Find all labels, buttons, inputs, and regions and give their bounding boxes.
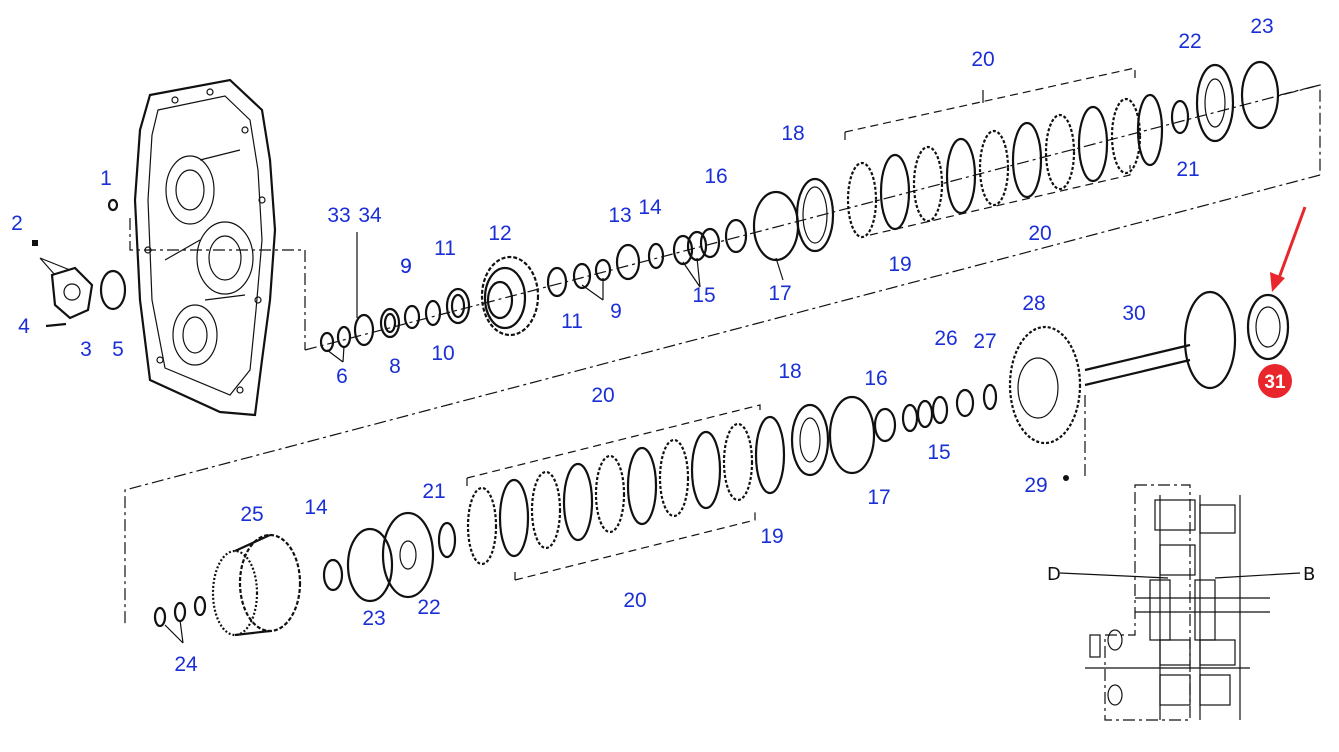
highlight-callout-31: 31 <box>1258 364 1292 398</box>
callout-label: 9 <box>610 300 622 323</box>
upper-clutch-pack <box>846 93 1164 239</box>
callout-label: 22 <box>1178 30 1201 53</box>
callout-label: 10 <box>431 342 454 365</box>
callout-label: 11 <box>434 237 456 260</box>
callout-label: 18 <box>778 360 801 383</box>
callout-label: 17 <box>867 486 890 509</box>
callout-label: 15 <box>927 441 950 464</box>
callout-label: 9 <box>400 255 412 278</box>
lower-left-components <box>153 511 457 637</box>
callout-label: 26 <box>934 327 957 350</box>
callout-label: 9 <box>400 255 412 278</box>
callout-label: 15 <box>692 284 715 307</box>
highlight-label: 31 <box>1264 372 1286 393</box>
callout-label: 3 <box>80 338 92 361</box>
callout-label: 19 <box>888 253 911 276</box>
cover-plate-part <box>32 198 127 328</box>
callout-label: 14 <box>304 496 328 519</box>
schematic-label-b: B <box>1303 564 1315 585</box>
callout-label: 20 <box>591 384 614 407</box>
callout-label: 21 <box>1176 158 1199 181</box>
callout-label: 25 <box>240 503 263 526</box>
lower-clutch-pack <box>466 404 786 581</box>
callout-label: 24 <box>174 653 198 676</box>
callout-label: 17 <box>768 282 791 305</box>
assembly-axis-lines <box>124 84 1321 625</box>
callout-label: 30 <box>1122 302 1145 325</box>
callout-label: 12 <box>488 222 511 245</box>
callout-label: 14 <box>638 196 662 219</box>
leader-lines <box>39 90 984 644</box>
upper-shaft-components <box>319 60 1280 353</box>
transmission-housing <box>133 78 277 417</box>
callout-label: 16 <box>864 367 887 390</box>
callout-label: 6 <box>336 365 348 388</box>
callout-label: 1 <box>100 167 112 190</box>
callout-label: 20 <box>623 589 646 612</box>
callout-label: 34 <box>358 204 382 227</box>
callout-label: 29 <box>1024 474 1047 497</box>
callout-label: 22 <box>417 596 440 619</box>
callout-label: 8 <box>389 355 401 378</box>
callout-label: 23 <box>362 607 385 630</box>
callout-arrow <box>1270 206 1307 292</box>
callout-label: 16 <box>704 165 727 188</box>
callout-label: 20 <box>971 48 994 71</box>
callout-label: 23 <box>1250 15 1273 38</box>
callout-label: 5 <box>112 338 124 361</box>
output-shaft-assembly <box>790 290 1290 477</box>
callout-label: 33 <box>327 204 350 227</box>
schematic-inset <box>1059 484 1301 721</box>
callout-label: 2 <box>11 212 23 235</box>
callout-label: 19 <box>760 525 783 548</box>
callout-label: 11 <box>561 310 583 333</box>
callout-label: 13 <box>608 204 631 227</box>
callout-label: 21 <box>422 480 445 503</box>
callout-label: 27 <box>973 330 996 353</box>
callout-label: 20 <box>1028 222 1051 245</box>
callout-label: 4 <box>18 315 30 338</box>
callout-label: 28 <box>1022 292 1045 315</box>
callout-label: 18 <box>781 122 804 145</box>
schematic-label-d: D <box>1047 564 1061 585</box>
